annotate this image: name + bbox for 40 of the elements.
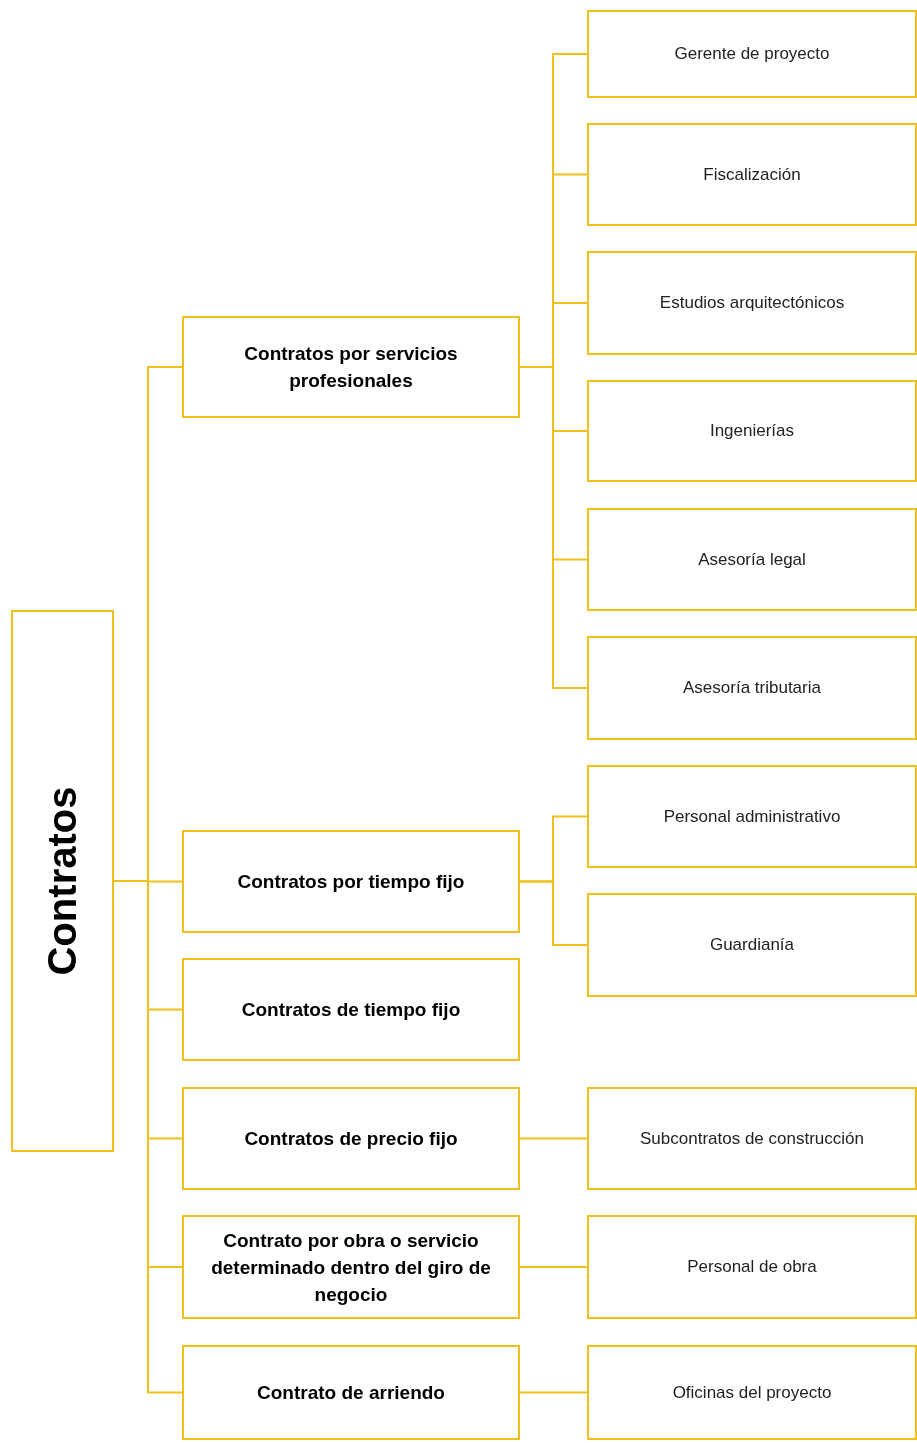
- category-label: Contratos de tiempo fijo: [241, 998, 461, 1022]
- category-box: [182, 1087, 520, 1190]
- item-box: [587, 1087, 917, 1190]
- item-box: [587, 1215, 917, 1319]
- category-box: [182, 1215, 520, 1319]
- category-box: [182, 958, 520, 1061]
- item-label: Subcontratos de construcción: [640, 1127, 864, 1150]
- item-box: [587, 636, 917, 740]
- root-title: Contratos: [39, 786, 86, 976]
- connector-line: [519, 1266, 588, 1268]
- item-box: [587, 765, 917, 868]
- item-box: [587, 1345, 917, 1440]
- item-box: [587, 508, 917, 611]
- category-label: Contratos por tiempo fijo: [237, 870, 465, 894]
- item-label: Estudios arquitectónicos: [659, 292, 845, 315]
- item-label: Oficinas del proyecto: [672, 1381, 832, 1404]
- item-box: [587, 10, 917, 98]
- item-label: Personal administrativo: [663, 805, 841, 828]
- item-label: Personal de obra: [687, 1256, 817, 1279]
- item-label: Asesoría tributaria: [683, 677, 821, 700]
- category-label: Contrato por obra o servicio determinado dentro del giro de negocio: [210, 1228, 492, 1307]
- item-box: [587, 893, 917, 997]
- category-label: Contrato de arriendo: [257, 1381, 445, 1405]
- item-label: Guardianía: [709, 934, 795, 957]
- item-box: [587, 380, 917, 482]
- item-label: Ingenierías: [709, 420, 795, 443]
- item-label: Asesoría legal: [698, 548, 806, 571]
- root-box: [11, 610, 114, 1152]
- item-box: [587, 251, 917, 355]
- category-box: [182, 830, 520, 933]
- category-box: [182, 316, 520, 418]
- category-box: [182, 1345, 520, 1440]
- connector-line: [519, 1137, 588, 1140]
- connector-line: [519, 880, 588, 946]
- connector-line: [519, 1391, 588, 1394]
- category-label: Contratos por servicios profesionales: [243, 342, 459, 393]
- item-label: Fiscalización: [703, 163, 801, 186]
- item-box: [587, 123, 917, 226]
- category-label: Contratos de precio fijo: [244, 1127, 458, 1151]
- item-label: Gerente de proyecto: [674, 43, 830, 66]
